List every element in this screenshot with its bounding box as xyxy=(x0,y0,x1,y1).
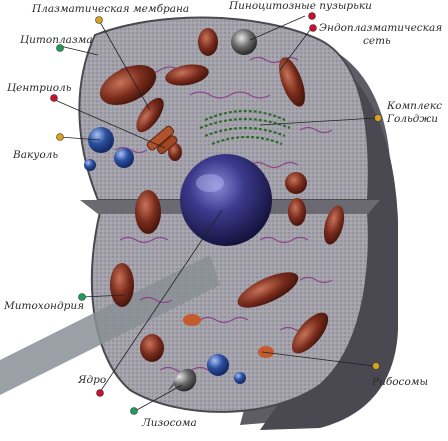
label-ribosomes: Рибосомы xyxy=(372,376,429,388)
mitochondrion xyxy=(288,198,306,226)
label-plasma-membrane: Плазматическая мембрана xyxy=(32,3,190,15)
mitochondrion xyxy=(165,64,209,86)
pointer-dot xyxy=(56,133,64,141)
pointer-dot xyxy=(50,94,58,102)
mitochondrion xyxy=(183,314,201,326)
centriole xyxy=(146,125,178,155)
mitochondrion xyxy=(136,97,164,133)
mitochondrion xyxy=(291,312,329,354)
pointer-dot xyxy=(78,293,86,301)
pinocytic-vesicle xyxy=(231,29,257,55)
label-pinocytic-vesicles: Пиноцитозные пузырьки xyxy=(229,0,372,12)
light-beam xyxy=(0,255,220,395)
label-golgi-line1: Комплекс xyxy=(387,100,442,112)
lysosome-shape xyxy=(168,368,197,392)
pointer-lines xyxy=(54,15,377,412)
mitochondrion xyxy=(135,190,161,234)
golgi-apparatus xyxy=(199,109,291,146)
pointer-dot xyxy=(96,389,104,397)
label-vacuole: Вакуоль xyxy=(13,149,59,161)
mitochondrion xyxy=(279,57,305,107)
vacuole xyxy=(207,354,229,376)
label-lysosome: Лизосома xyxy=(142,417,197,429)
vacuole xyxy=(234,372,246,384)
pointer-dot xyxy=(374,114,382,122)
pointer-dot xyxy=(308,12,316,20)
mitochondrion xyxy=(168,143,182,161)
vacuole xyxy=(114,148,134,168)
mitochondrion xyxy=(99,65,157,105)
nucleus xyxy=(180,154,272,246)
mitochondrion xyxy=(140,334,164,362)
mitochondria-group xyxy=(99,28,345,362)
label-golgi-line2: Гольджи xyxy=(387,113,439,125)
label-nucleus: Ядро xyxy=(78,374,107,386)
label-er-line1: Эндоплазматическая xyxy=(319,22,443,34)
pointer-dot xyxy=(56,44,64,52)
cell-body-top xyxy=(78,16,370,201)
pointer-dot xyxy=(309,24,317,32)
label-cytoplasm: Цитоплазма xyxy=(20,34,93,46)
pointer-dot xyxy=(95,16,103,24)
pointer-dot xyxy=(130,407,138,415)
label-centriole: Центриоль xyxy=(7,82,72,94)
vacuole xyxy=(84,159,96,171)
mitochondrion xyxy=(198,28,218,56)
mitochondrion xyxy=(258,346,274,358)
mitochondrion xyxy=(323,205,345,245)
nucleus-highlight xyxy=(196,174,224,192)
pointer-dots xyxy=(50,12,382,415)
mitochondrion xyxy=(110,263,134,307)
mitochondrion xyxy=(285,172,307,194)
label-er-line2: сеть xyxy=(363,35,391,47)
mitochondrion xyxy=(237,272,299,308)
vacuole xyxy=(88,127,114,153)
label-mitochondria: Митохондрия xyxy=(4,300,85,312)
pointer-dot xyxy=(372,362,380,370)
